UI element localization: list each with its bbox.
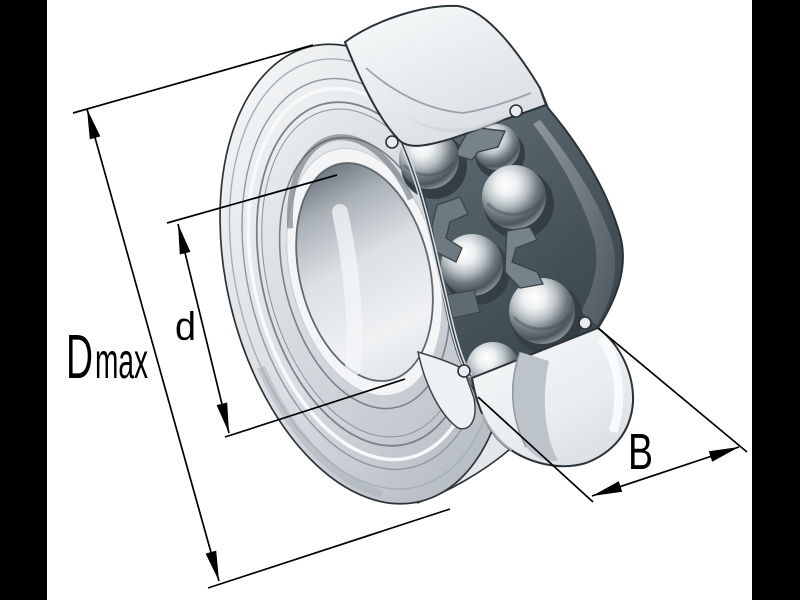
bore-arrowhead-bottom: [216, 402, 229, 433]
width-arrowhead-left: [592, 481, 623, 496]
ball-reflection-lines: [403, 161, 571, 331]
width-extension-line-right: [597, 327, 748, 453]
rear-raceway-band: [533, 120, 616, 325]
seal-lip-notches: [385, 104, 592, 378]
bore-dimension-line: [177, 223, 230, 434]
od-crown-highlight: [597, 335, 624, 434]
cut-face-dip-shading: [398, 100, 534, 134]
dmax-extension-line-bottom: [207, 508, 451, 589]
bore-arrowhead-top: [178, 224, 191, 255]
cage-bar-lower: [446, 289, 481, 319]
seal-lip-notch-2: [509, 104, 523, 118]
width-label: B: [628, 423, 653, 480]
dmax-label-subscript: max: [95, 333, 148, 389]
width-extension-line-left: [477, 396, 594, 503]
seal-lip-notch-1: [385, 135, 399, 149]
bore-extension-line-bottom: [224, 378, 406, 438]
bore-wall-highlight: [332, 204, 363, 376]
bore-dimension: d: [166, 174, 406, 438]
seal-lip-notch-3: [457, 364, 471, 378]
cut-face-crease-right: [462, 92, 532, 114]
dmax-label-base: D: [66, 323, 93, 392]
cut-face-corner-crease: [481, 413, 513, 451]
dmax-dimension-line: [86, 108, 220, 582]
bore-opening: [295, 162, 434, 382]
dmax-arrowhead-top: [87, 109, 101, 140]
dmax-extension-line-top: [72, 44, 314, 114]
cage-bar-rear: [504, 226, 544, 289]
bore-label: d: [175, 305, 196, 349]
cut-face-crease-left: [365, 67, 464, 114]
width-arrowhead-right: [708, 447, 739, 462]
front-cut-edge: [399, 138, 472, 377]
bore-top-shadow: [286, 134, 414, 229]
bottom-cut-face: [471, 327, 635, 468]
bearing-graphic: [219, 4, 635, 505]
width-dimension: B: [477, 327, 748, 503]
dimension-annotations: Dmax d B: [66, 44, 748, 589]
seal-lip-notch-4: [578, 316, 592, 330]
letterbox-left-bar: [0, 0, 47, 600]
dmax-label: Dmax: [66, 323, 148, 392]
raceway-groove-section: [512, 352, 558, 462]
bearing-ball-2: [482, 165, 546, 229]
front-band-lower-shading: [257, 365, 384, 498]
bore-extension-line-top: [166, 174, 338, 224]
bearing-ball-4: [509, 278, 575, 344]
dmax-dimension: Dmax: [66, 44, 451, 589]
dmax-arrowhead-bottom: [205, 550, 219, 581]
letterbox-right-bar: [752, 0, 800, 600]
